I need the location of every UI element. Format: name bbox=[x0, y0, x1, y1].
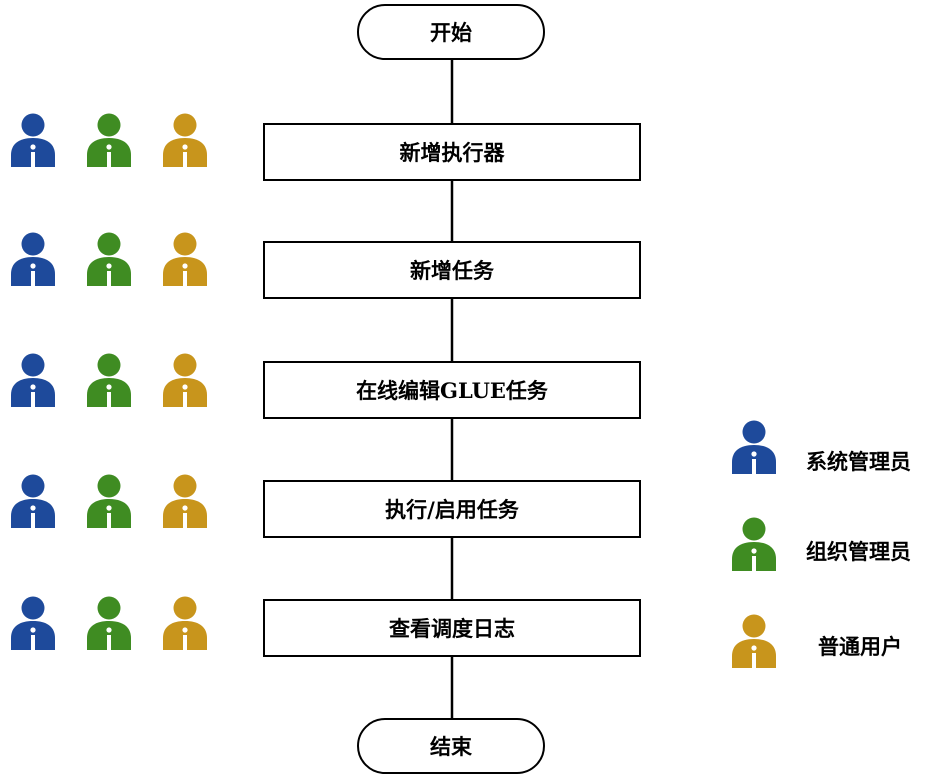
normal-user-icon bbox=[163, 474, 207, 528]
step-label: 新增执行器 bbox=[399, 140, 505, 165]
step-run-enable-task: 执行/启用任务 bbox=[263, 480, 641, 538]
org-admin-icon bbox=[87, 474, 131, 528]
normal-user-icon bbox=[163, 113, 207, 167]
system-admin-icon bbox=[11, 232, 55, 286]
step-view-schedule-log: 查看调度日志 bbox=[263, 599, 641, 657]
start-terminal: 开始 bbox=[357, 4, 545, 60]
step-add-executor: 新增执行器 bbox=[263, 123, 641, 181]
normal-user-icon bbox=[163, 232, 207, 286]
org-admin-icon bbox=[87, 232, 131, 286]
legend-label-system-admin: 系统管理员 bbox=[806, 449, 911, 474]
legend-normal-user-icon bbox=[732, 614, 776, 668]
org-admin-icon bbox=[87, 596, 131, 650]
normal-user-icon bbox=[163, 596, 207, 650]
step-label: 新增任务 bbox=[410, 258, 494, 283]
legend-system-admin-icon bbox=[732, 420, 776, 474]
end-terminal: 结束 bbox=[357, 718, 545, 774]
system-admin-icon bbox=[11, 353, 55, 407]
start-label: 开始 bbox=[430, 20, 472, 45]
legend-label-normal-user: 普通用户 bbox=[818, 634, 902, 659]
step-label: 查看调度日志 bbox=[389, 616, 515, 641]
step-add-task: 新增任务 bbox=[263, 241, 641, 299]
system-admin-icon bbox=[11, 474, 55, 528]
normal-user-icon bbox=[163, 353, 207, 407]
legend-org-admin-icon bbox=[732, 517, 776, 571]
org-admin-icon bbox=[87, 353, 131, 407]
system-admin-icon bbox=[11, 113, 55, 167]
step-label: 在线编辑GLUE任务 bbox=[356, 378, 548, 403]
legend-label-org-admin: 组织管理员 bbox=[806, 539, 911, 564]
step-label: 执行/启用任务 bbox=[385, 497, 519, 522]
system-admin-icon bbox=[11, 596, 55, 650]
end-label: 结束 bbox=[430, 734, 472, 759]
step-edit-glue-task: 在线编辑GLUE任务 bbox=[263, 361, 641, 419]
org-admin-icon bbox=[87, 113, 131, 167]
